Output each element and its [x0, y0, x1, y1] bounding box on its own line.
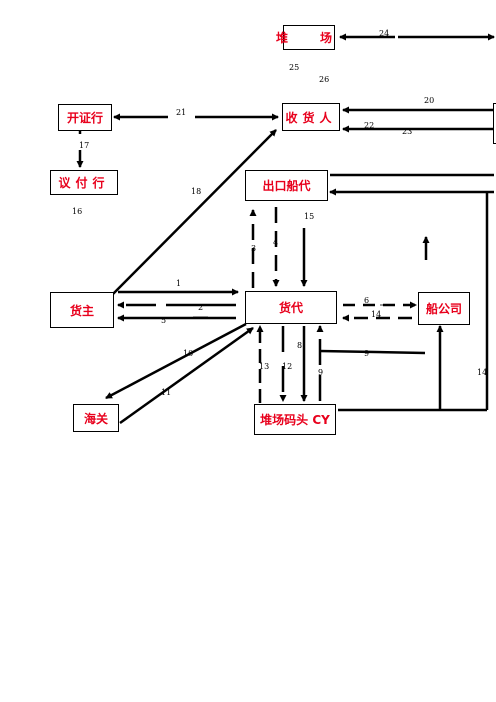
node-customs: 海关 [73, 404, 119, 432]
step-15: 15 [304, 212, 315, 221]
arrow-11 [119, 326, 254, 425]
step-9-a: 9 [364, 349, 370, 358]
node-shipper: 货主 [50, 292, 114, 328]
step-13: 13 [259, 362, 270, 371]
step-3: 3 [251, 244, 257, 253]
step-10: 10 [183, 349, 194, 358]
arrow-10 [105, 322, 247, 400]
step-6: 6 [364, 296, 370, 305]
step-21: 21 [176, 108, 187, 117]
node-shipping-company: 船公司 [418, 292, 470, 325]
node-lc-bank: 开证行 [58, 104, 112, 131]
step-23: 23 [402, 127, 413, 136]
line-9-horizontal [319, 349, 426, 355]
node-yard: 堆 场 [276, 25, 335, 50]
node-export-agent: 出口船代 [245, 170, 328, 201]
step-9-b: 9 [318, 368, 324, 377]
step-8: 8 [297, 341, 303, 350]
step-11: 11 [161, 388, 172, 397]
step-12: 12 [282, 362, 293, 371]
step-18: 18 [191, 187, 202, 196]
step-17: 17 [79, 141, 90, 150]
node-negotiating-bank: 议付行 [50, 170, 118, 195]
step-4: 4 [273, 238, 279, 247]
step-1: 1 [176, 279, 182, 288]
node-terminal: 堆场码头 CY [254, 404, 336, 435]
step-5: 5 [161, 316, 167, 325]
step-24: 24 [379, 29, 390, 38]
node-offscreen-right [493, 103, 496, 144]
step-14-a: 14 [371, 310, 382, 319]
step-16: 16 [72, 207, 83, 216]
step-26: 26 [319, 75, 330, 84]
node-consignee: 收货人 [282, 103, 340, 131]
step-2: 2 [198, 303, 204, 312]
step-20: 20 [424, 96, 435, 105]
node-forwarder: 货代 [245, 291, 337, 324]
arrow-18 [110, 129, 277, 297]
step-14-b: 14 [477, 368, 488, 377]
step-22: 22 [364, 121, 375, 130]
step-25: 25 [289, 63, 300, 72]
